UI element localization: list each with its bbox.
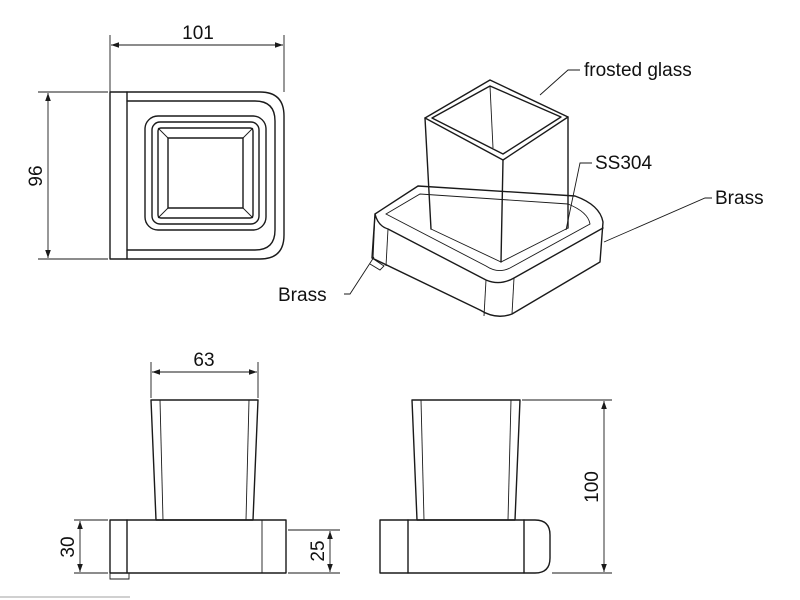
leader-frosted-glass xyxy=(539,69,580,96)
side-cup-inner xyxy=(420,399,425,521)
dim-base-right-label: 25 xyxy=(308,540,329,561)
dim-total-height-label: 100 xyxy=(582,471,603,503)
side-base xyxy=(379,519,551,574)
iso-base-top-edge xyxy=(374,213,604,284)
cup-inner xyxy=(157,127,254,219)
side-view: 100 xyxy=(379,399,612,574)
front-view: 63 30 25 xyxy=(58,350,340,580)
iso-base-edge xyxy=(372,213,376,260)
cup-corner xyxy=(242,207,254,219)
front-cup-inner xyxy=(245,399,250,521)
front-cup-inner xyxy=(159,399,164,521)
iso-cup-front-edge xyxy=(500,159,504,263)
cup-corner xyxy=(157,207,169,219)
iso-base-outline xyxy=(371,185,604,317)
base-inner-outline xyxy=(126,100,276,251)
isometric-view: frosted glass SS304 Brass Brass xyxy=(278,60,764,317)
dim-base-left-label: 30 xyxy=(58,536,79,557)
iso-cup-bottom xyxy=(430,227,569,263)
iso-cup-inner-edge xyxy=(489,85,494,149)
dim-height-label: 96 xyxy=(26,165,47,186)
iso-cup-rim-inner xyxy=(431,85,562,155)
front-base xyxy=(109,519,287,574)
front-base-foot xyxy=(109,573,130,580)
label-ss304: SS304 xyxy=(595,153,652,174)
cup-corner xyxy=(242,127,254,139)
cup-outer-ring xyxy=(144,115,267,231)
dim-cup-width-label: 63 xyxy=(193,350,214,371)
base-outline xyxy=(109,91,285,260)
cup-rim xyxy=(151,121,260,225)
front-cup xyxy=(150,399,259,521)
leader-ss304 xyxy=(565,162,592,231)
iso-base-edge xyxy=(511,277,515,315)
iso-cup-side xyxy=(424,117,432,230)
side-cup xyxy=(411,399,521,521)
iso-base-edge xyxy=(385,228,389,267)
label-frosted-glass: frosted glass xyxy=(584,60,692,81)
leader-brass-left xyxy=(344,256,375,295)
dim-width-label: 101 xyxy=(182,23,214,44)
iso-base-edge xyxy=(483,279,487,317)
top-view: 101 96 xyxy=(26,23,285,260)
cup-bottom xyxy=(167,137,244,209)
iso-cup-rim xyxy=(424,79,569,161)
iso-base-foot xyxy=(369,257,385,271)
leader-brass-right xyxy=(603,197,712,243)
iso-base-recess xyxy=(385,193,591,271)
label-brass-right: Brass xyxy=(715,188,764,209)
label-brass-left: Brass xyxy=(278,285,327,306)
side-cup-inner xyxy=(507,399,512,521)
cup-corner xyxy=(157,127,169,139)
